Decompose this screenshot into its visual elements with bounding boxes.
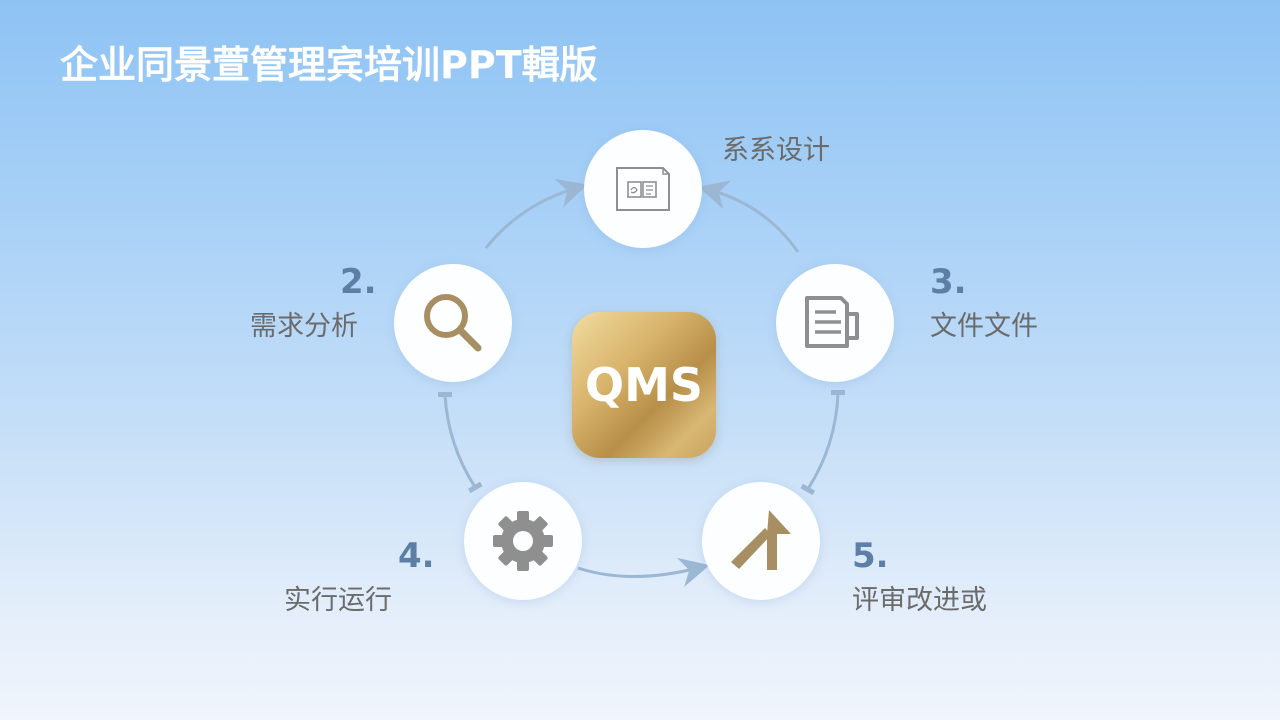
connector-3-to-5 xyxy=(806,392,840,490)
step-node-documents[interactable] xyxy=(776,264,894,382)
connector-2-to-1 xyxy=(484,178,588,249)
connector-3-to-1 xyxy=(698,180,800,253)
magnifier-icon xyxy=(424,294,482,352)
step-label-operation: 实行运行 xyxy=(284,585,392,616)
step-node-analysis[interactable] xyxy=(394,264,512,382)
step-node-review[interactable] xyxy=(702,482,820,600)
step-node-design[interactable] xyxy=(584,130,702,248)
qms-center-tile[interactable]: QMS xyxy=(572,312,716,458)
step-label-review: 评审改进或 xyxy=(852,585,987,616)
step-number-operation: 4. xyxy=(398,536,435,576)
step-number-analysis: 2. xyxy=(340,262,377,302)
slide-title: 企业同景萱管理宾培训PPT輯版 xyxy=(60,43,598,87)
gear-icon xyxy=(493,511,553,571)
qms-label: QMS xyxy=(584,358,703,412)
step-label-documents: 文件文件 xyxy=(930,311,1038,342)
step-label-design: 系系设计 xyxy=(722,135,830,166)
step-number-documents: 3. xyxy=(930,262,967,302)
connector-2-to-4 xyxy=(443,394,477,488)
file-document-icon xyxy=(805,296,859,348)
step-node-operation[interactable] xyxy=(464,482,582,600)
connector-4-to-5 xyxy=(577,557,710,587)
document-design-icon xyxy=(616,167,670,211)
arrow-up-merge-icon xyxy=(731,510,791,570)
step-label-analysis: 需求分析 xyxy=(250,311,358,342)
step-number-review: 5. xyxy=(852,536,889,576)
